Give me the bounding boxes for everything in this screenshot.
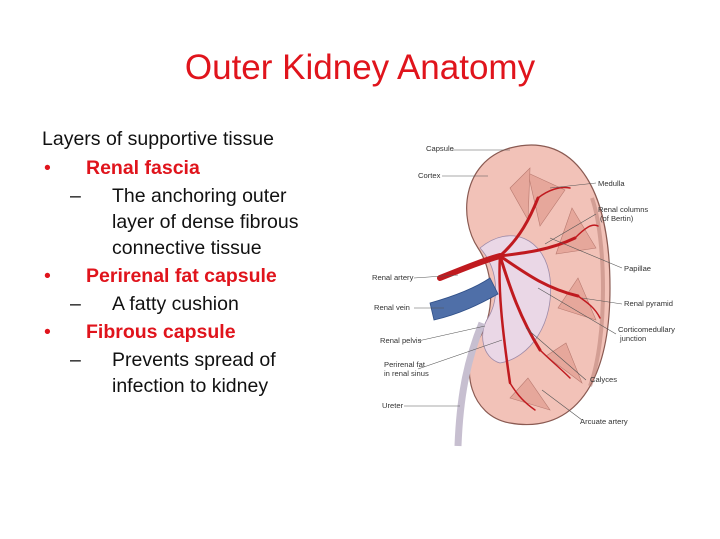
sub-bullet-renal-fascia: – The anchoring outer layer of dense fib… bbox=[70, 183, 362, 261]
renal-arteries bbox=[437, 186, 601, 411]
bullet-renal-fascia: • Renal fascia bbox=[42, 155, 362, 181]
label-arcuate-artery: Arcuate artery bbox=[580, 417, 628, 426]
bullet-perirenal-fat: • Perirenal fat capsule bbox=[42, 263, 362, 289]
label-renal-pyramid: Renal pyramid bbox=[624, 299, 673, 308]
renal-vein bbox=[429, 277, 499, 321]
label-renal-vein: Renal vein bbox=[374, 303, 410, 312]
label-medulla: Medulla bbox=[598, 179, 625, 188]
sub-bullet-text: Prevents spread of infection to kidney bbox=[112, 349, 276, 397]
renal-pyramids bbox=[509, 167, 597, 411]
bullet-icon: • bbox=[44, 265, 51, 287]
sub-bullet-text: The anchoring outer layer of dense fibro… bbox=[112, 185, 299, 259]
label-perirenal-fat-sub: in renal sinus bbox=[384, 369, 429, 378]
label-renal-artery: Renal artery bbox=[372, 273, 414, 282]
ureter bbox=[454, 321, 486, 447]
kidney-capsule bbox=[588, 197, 605, 387]
sub-bullet-perirenal-fat: – A fatty cushion bbox=[70, 291, 362, 317]
label-renal-columns-sub: (of Bertin) bbox=[600, 214, 634, 223]
dash-icon: – bbox=[70, 185, 81, 207]
dash-icon: – bbox=[70, 349, 81, 371]
sub-bullet-fibrous-capsule: – Prevents spread of infection to kidney bbox=[70, 347, 362, 399]
label-calyces: Calyces bbox=[590, 375, 617, 384]
label-corticomedullary-sub: junction bbox=[619, 334, 646, 343]
dash-icon: – bbox=[70, 293, 81, 315]
label-renal-columns: Renal columns bbox=[598, 205, 648, 214]
bullet-heading: Perirenal fat capsule bbox=[86, 265, 277, 287]
label-papillae: Papillae bbox=[624, 264, 651, 273]
label-cortex: Cortex bbox=[418, 171, 441, 180]
bullet-list: Layers of supportive tissue • Renal fasc… bbox=[42, 126, 362, 399]
kidney-diagram: Capsule Cortex Medulla Renal columns (of… bbox=[372, 144, 675, 447]
bullet-fibrous-capsule: • Fibrous capsule bbox=[42, 319, 362, 345]
bullet-icon: • bbox=[44, 157, 51, 179]
leader-lines bbox=[404, 149, 623, 421]
label-capsule: Capsule bbox=[426, 144, 454, 153]
label-ureter: Ureter bbox=[382, 401, 404, 410]
bullet-heading: Fibrous capsule bbox=[86, 321, 236, 343]
sub-bullet-text: A fatty cushion bbox=[112, 293, 239, 315]
label-corticomedullary: Corticomedullary bbox=[618, 325, 675, 334]
label-perirenal-fat: Perirenal fat bbox=[384, 360, 426, 369]
bullet-icon: • bbox=[44, 321, 51, 343]
intro-text: Layers of supportive tissue bbox=[42, 128, 274, 150]
slide-title: Outer Kidney Anatomy bbox=[184, 48, 536, 87]
bullet-heading: Renal fascia bbox=[86, 157, 200, 179]
label-renal-pelvis: Renal pelvis bbox=[380, 336, 422, 345]
